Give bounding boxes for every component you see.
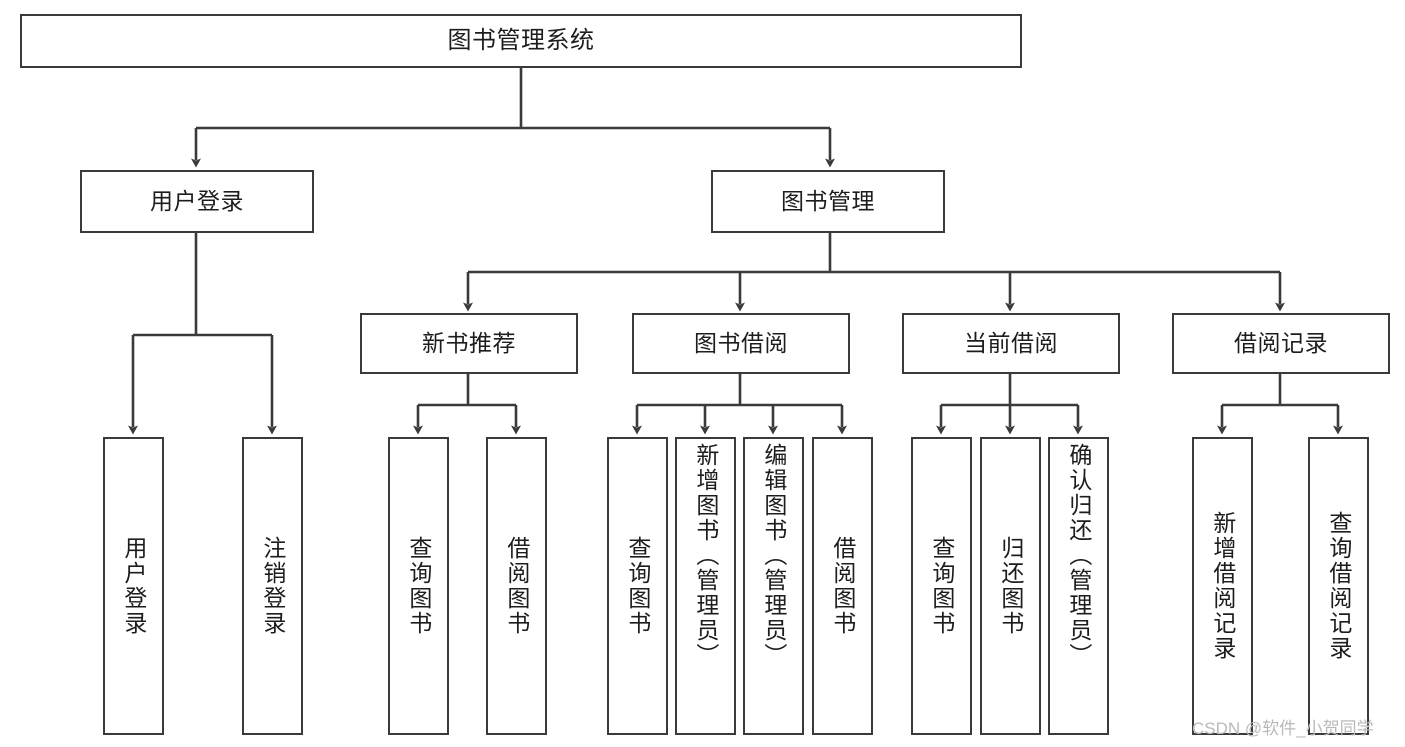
node-label: 借阅图书 (503, 536, 530, 636)
node-label: 新增图书（管理员） (692, 443, 719, 668)
node-label: 查询借阅记录 (1325, 511, 1352, 661)
node-label: 查询图书 (405, 536, 432, 636)
leaf-borrow-book-recommend[interactable]: 借阅图书 (486, 437, 547, 735)
node-user-login[interactable]: 用户登录 (80, 170, 314, 233)
leaf-query-book-borrow[interactable]: 查询图书 (607, 437, 668, 735)
node-label: 图书管理 (781, 187, 875, 214)
node-label: 注销登录 (259, 536, 286, 636)
leaf-add-book-admin[interactable]: 新增图书（管理员） (675, 437, 736, 735)
node-book-borrow[interactable]: 图书借阅 (632, 313, 850, 374)
node-label: 借阅记录 (1234, 329, 1328, 356)
node-label: 查询图书 (624, 536, 651, 636)
node-label: 确认归还（管理员） (1065, 443, 1092, 668)
node-label: 当前借阅 (964, 329, 1058, 356)
node-label: 图书管理系统 (447, 26, 595, 54)
leaf-logout[interactable]: 注销登录 (242, 437, 303, 735)
node-label: 用户登录 (150, 187, 244, 214)
leaf-query-book-current[interactable]: 查询图书 (911, 437, 972, 735)
node-label: 查询图书 (928, 536, 955, 636)
leaf-query-borrow-record[interactable]: 查询借阅记录 (1308, 437, 1369, 735)
node-label: 用户登录 (120, 536, 147, 636)
node-root-book-management-system[interactable]: 图书管理系统 (20, 14, 1022, 68)
node-label: 编辑图书（管理员） (760, 443, 787, 668)
node-label: 归还图书 (997, 536, 1024, 636)
node-label: 新书推荐 (422, 329, 516, 356)
watermark-text: CSDN @软件_小贺同学 (1192, 719, 1374, 738)
leaf-query-book-recommend[interactable]: 查询图书 (388, 437, 449, 735)
leaf-user-login[interactable]: 用户登录 (103, 437, 164, 735)
node-label: 图书借阅 (694, 329, 788, 356)
node-book-management[interactable]: 图书管理 (711, 170, 945, 233)
node-label: 借阅图书 (829, 536, 856, 636)
node-current-borrow[interactable]: 当前借阅 (902, 313, 1120, 374)
leaf-borrow-book[interactable]: 借阅图书 (812, 437, 873, 735)
node-new-book-recommend[interactable]: 新书推荐 (360, 313, 578, 374)
leaf-return-book[interactable]: 归还图书 (980, 437, 1041, 735)
leaf-edit-book-admin[interactable]: 编辑图书（管理员） (743, 437, 804, 735)
node-borrow-record[interactable]: 借阅记录 (1172, 313, 1390, 374)
leaf-confirm-return-admin[interactable]: 确认归还（管理员） (1048, 437, 1109, 735)
leaf-add-borrow-record[interactable]: 新增借阅记录 (1192, 437, 1253, 735)
node-label: 新增借阅记录 (1209, 511, 1236, 661)
